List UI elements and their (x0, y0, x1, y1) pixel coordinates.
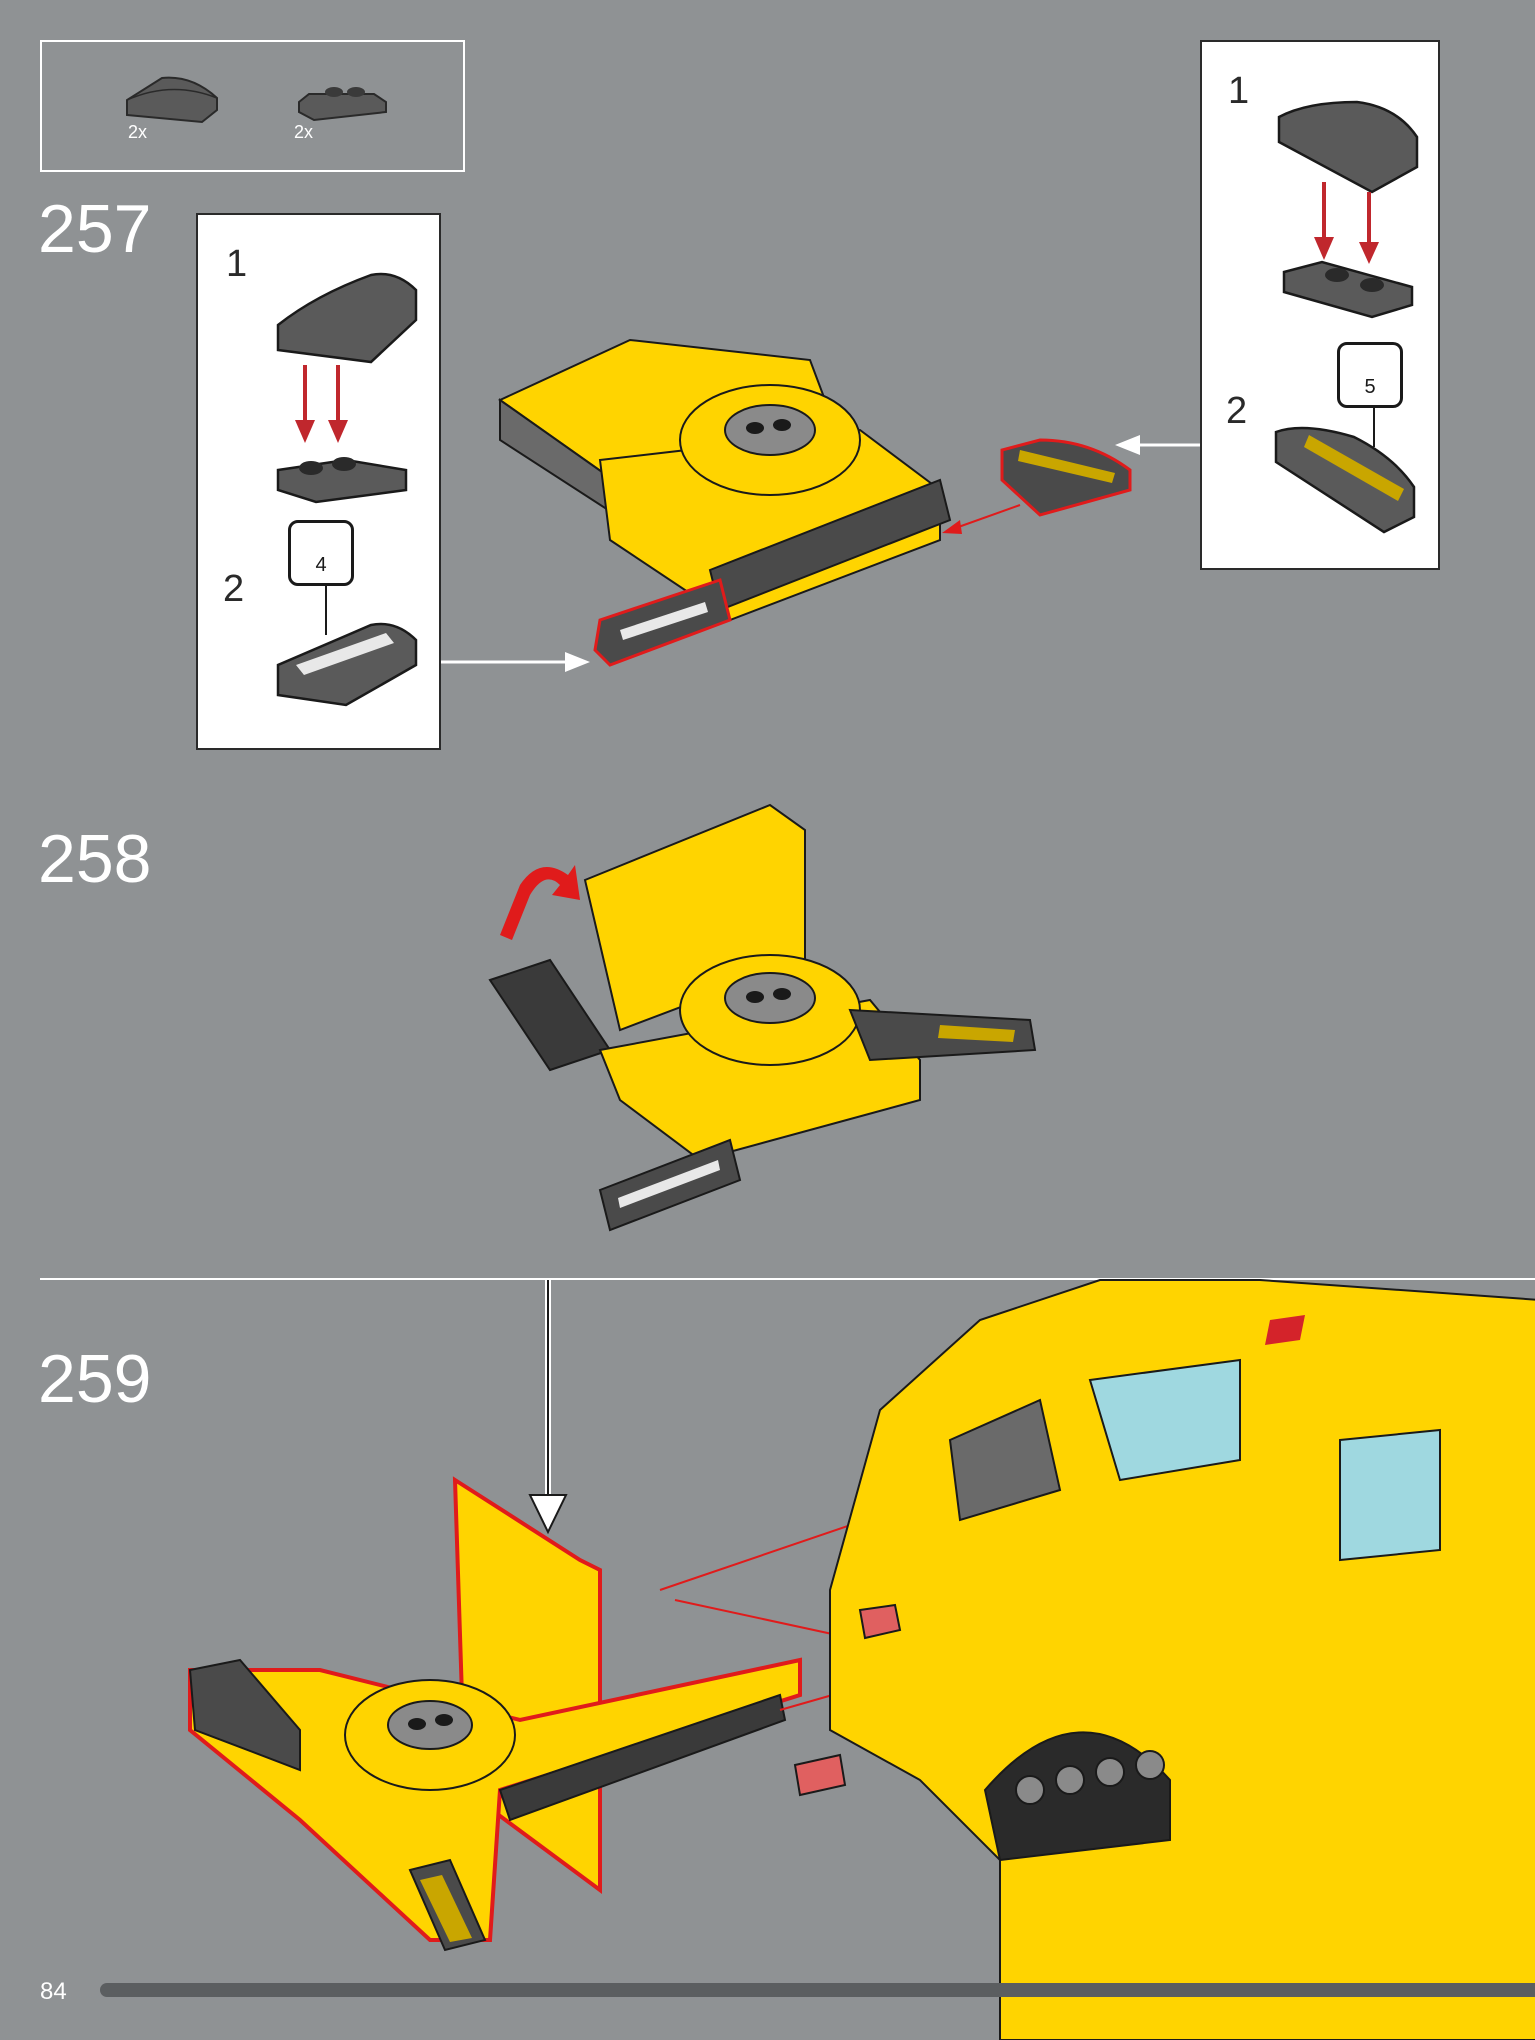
progress-bar-track (100, 1983, 1535, 1997)
stickered-slope-roll-out-icon (1274, 407, 1416, 534)
rotate-arrow-icon (500, 865, 580, 940)
parts-list-box: 2x 2x (40, 40, 465, 172)
hinge-plate-brick-icon (1282, 260, 1414, 319)
curved-slope-brick-icon (276, 272, 418, 364)
hinge-plate-brick-icon (276, 457, 408, 504)
step-divider (40, 1278, 1535, 1280)
sticker-callout-5: 5 (1337, 342, 1403, 408)
curved-slope-brick-icon (1277, 100, 1419, 194)
sticker-callout-4: 4 (288, 520, 354, 586)
parts-qty-2: 2x (294, 122, 314, 142)
sticker-number: 4 (315, 554, 327, 576)
substep-number: 1 (1228, 70, 1250, 112)
red-down-arrows-icon (1314, 182, 1379, 264)
step-257-model (498, 338, 952, 667)
assembly-arrows (441, 435, 1200, 672)
step-number-259: 259 (38, 1341, 152, 1417)
step-number-258: 258 (38, 821, 152, 897)
down-insert-arrow (528, 1280, 568, 1535)
sticker-number: 5 (1364, 376, 1376, 398)
curved-slope-part-icon (126, 76, 218, 124)
substep-number: 2 (1226, 390, 1248, 432)
substep-number: 1 (226, 243, 248, 285)
step-259-front-assembly (188, 1476, 802, 1952)
parts-qty-1: 2x (128, 122, 148, 142)
substep-number: 2 (223, 568, 245, 610)
step-257-mini-model-right (1000, 438, 1132, 517)
subassembly-panel-right: 1 2 5 (1200, 40, 1440, 570)
red-down-arrows-icon (295, 365, 348, 443)
step-number-257: 257 (38, 191, 152, 267)
step-259-bumblebee-model (793, 1279, 1535, 2040)
stickered-slope-cybertron-icon (276, 585, 418, 707)
step-258-model (488, 803, 1037, 1232)
hinge-plate-part-icon (298, 87, 387, 122)
page-number: 84 (40, 1978, 67, 2005)
subassembly-panel-left: 1 2 4 (196, 213, 441, 750)
